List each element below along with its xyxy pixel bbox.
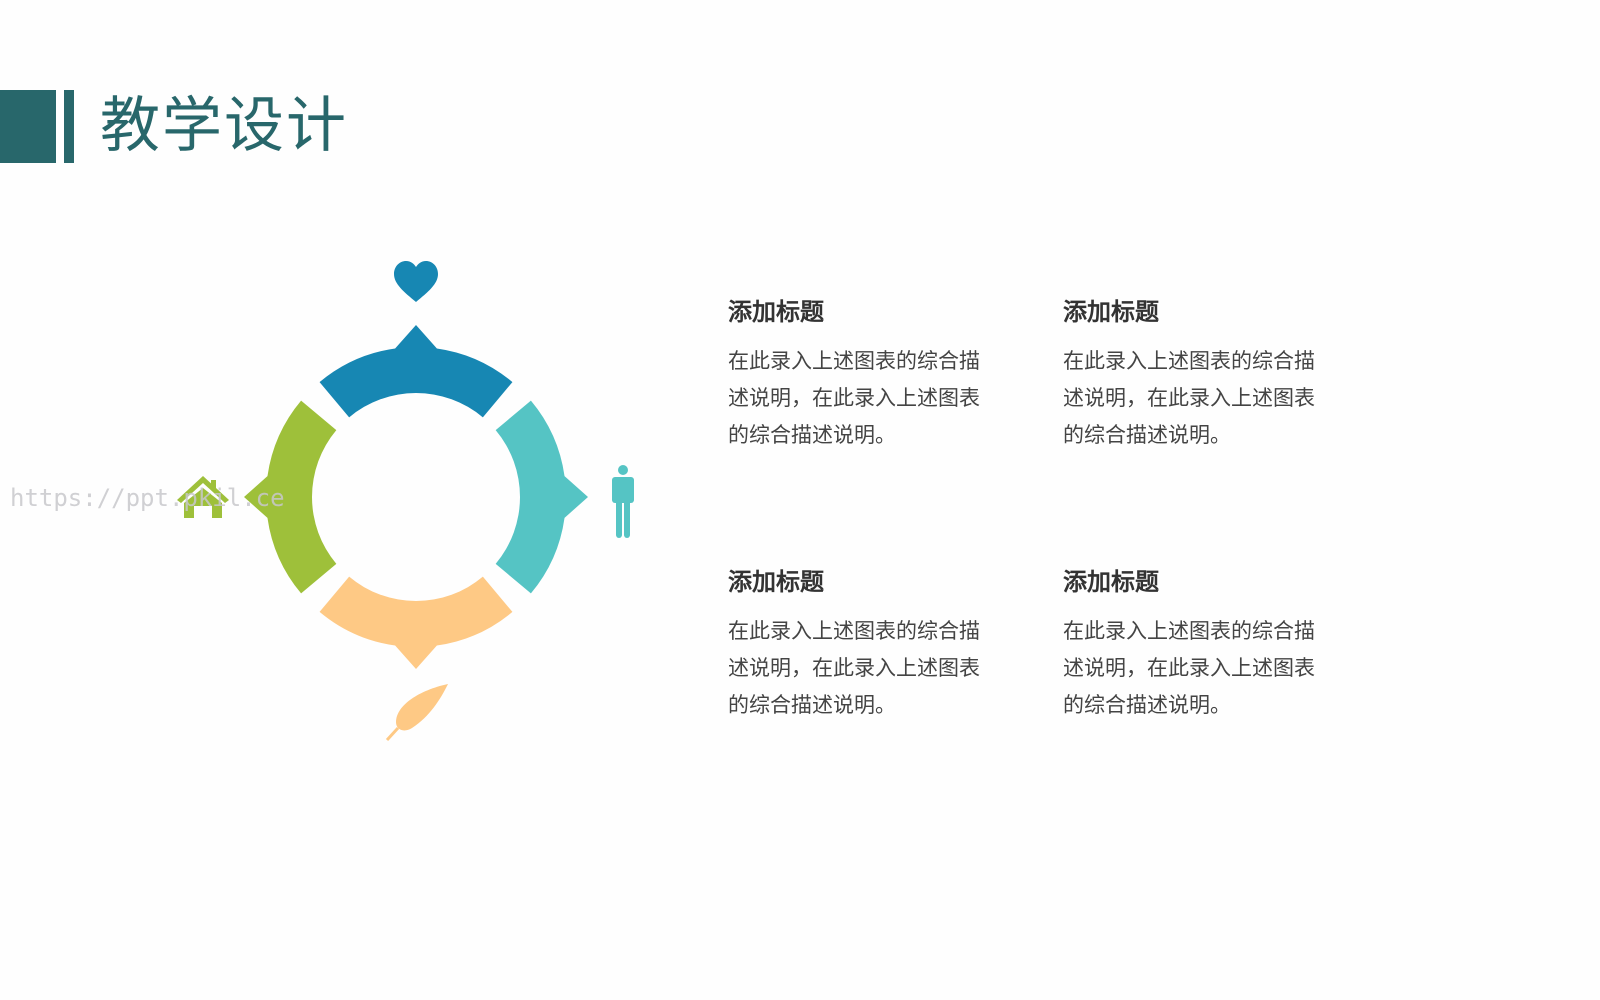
title-accent-block xyxy=(0,90,56,163)
block-heading: 添加标题 xyxy=(1063,298,1159,326)
heart-icon xyxy=(394,261,438,302)
ring-segment-right xyxy=(495,400,588,594)
house-icon xyxy=(177,476,229,518)
slide-title: 教学设计 xyxy=(100,91,348,161)
text-block-1: 添加标题 在此录入上述图表的综合描述说明，在此录入上述图表的综合描述说明。 xyxy=(728,297,1028,454)
block-heading: 添加标题 xyxy=(728,568,824,596)
watermark: https://ppt.pkil.ce xyxy=(10,484,285,512)
person-icon xyxy=(612,465,634,538)
cycle-diagram xyxy=(177,261,634,742)
block-body: 在此录入上述图表的综合描述说明，在此录入上述图表的综合描述说明。 xyxy=(728,619,980,717)
block-heading: 添加标题 xyxy=(1063,568,1159,596)
text-block-2: 添加标题 在此录入上述图表的综合描述说明，在此录入上述图表的综合描述说明。 xyxy=(1063,297,1363,454)
block-heading: 添加标题 xyxy=(728,298,824,326)
ring-segment-bottom xyxy=(319,576,513,669)
ring-segment-left xyxy=(244,400,337,594)
block-body: 在此录入上述图表的综合描述说明，在此录入上述图表的综合描述说明。 xyxy=(1063,619,1315,717)
leaf-icon xyxy=(385,684,448,742)
ring-segment-top xyxy=(319,325,513,418)
text-block-3: 添加标题 在此录入上述图表的综合描述说明，在此录入上述图表的综合描述说明。 xyxy=(728,567,1028,724)
block-body: 在此录入上述图表的综合描述说明，在此录入上述图表的综合描述说明。 xyxy=(728,349,980,447)
text-block-4: 添加标题 在此录入上述图表的综合描述说明，在此录入上述图表的综合描述说明。 xyxy=(1063,567,1363,724)
title-accent-line xyxy=(64,90,74,163)
block-body: 在此录入上述图表的综合描述说明，在此录入上述图表的综合描述说明。 xyxy=(1063,349,1315,447)
